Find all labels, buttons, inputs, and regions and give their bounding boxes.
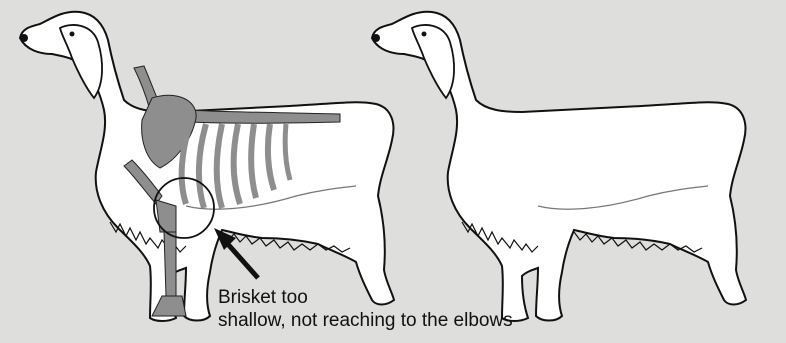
dog-ear-right	[412, 25, 454, 98]
radius	[164, 232, 176, 296]
dog-ear-left	[60, 25, 102, 98]
dog-nose-right	[372, 34, 380, 42]
elbow-joint	[156, 200, 176, 232]
dog-outline-right	[372, 12, 746, 321]
caption-line-2: shallow, not reaching to the elbows	[218, 311, 513, 330]
caption-line-1: Brisket too	[218, 288, 308, 307]
dog-eye-left	[70, 32, 75, 37]
dog-with-skeleton	[20, 12, 394, 321]
dog-eye-right	[422, 32, 427, 37]
dog-nose-left	[20, 34, 28, 42]
